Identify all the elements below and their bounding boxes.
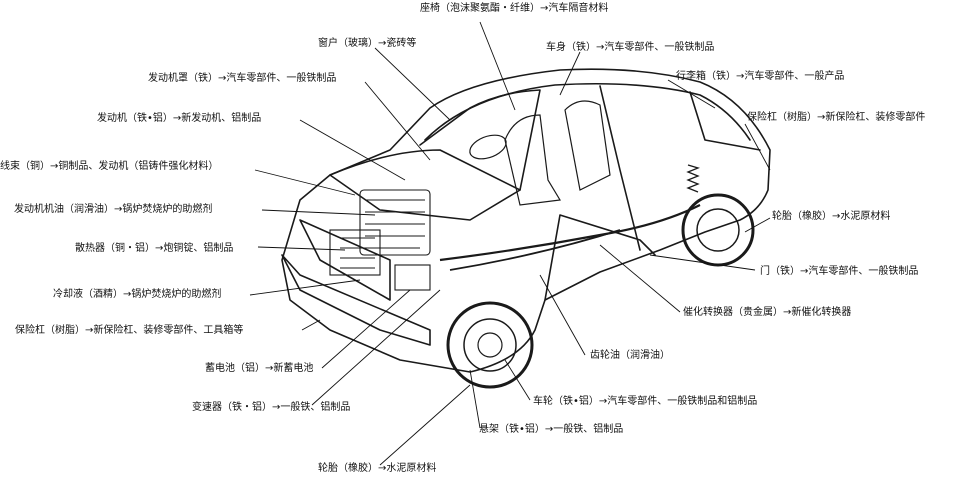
leader-door <box>649 254 756 271</box>
label-wheel: 车轮（铁•铝）→汽车零部件、一般铁制品和铝制品 <box>533 396 758 407</box>
leader-front-bumper <box>301 319 321 331</box>
leader-transmission <box>311 289 441 406</box>
label-suspension: 悬架（铁•铝）→一般铁、铝制品 <box>479 424 624 435</box>
front-seat <box>504 114 561 206</box>
rear-wheel-tire <box>681 193 755 267</box>
b-pillar <box>599 85 641 251</box>
leader-suspension <box>469 369 481 429</box>
label-door: 门（铁）→汽车零部件、一般铁制品 <box>760 266 919 277</box>
leader-battery <box>321 289 411 369</box>
leader-coolant <box>249 279 361 296</box>
battery-box <box>394 264 431 291</box>
front-wheel-tire <box>446 301 534 389</box>
label-trunk: 行李箱（铁）→汽车零部件、一般产品 <box>676 71 845 82</box>
leader-engine-oil <box>261 209 376 216</box>
roof-line <box>424 82 751 141</box>
label-rear-bumper: 保险杠（树脂）→新保险杠、装修零部件 <box>747 112 926 123</box>
steering-wheel <box>469 134 507 160</box>
exhaust-pipe <box>439 204 701 262</box>
label-gear-oil: 齿轮油（润滑油） <box>590 350 670 361</box>
leader-engine <box>299 119 406 181</box>
leader-wheel <box>504 359 531 401</box>
front-bumper-outline <box>281 254 431 346</box>
door-line <box>544 214 656 301</box>
windshield <box>419 89 541 191</box>
leader-harness <box>254 169 356 196</box>
leader-seat <box>479 21 516 111</box>
hood-panel <box>329 149 521 221</box>
leader-catalyst <box>599 244 681 313</box>
rear-seat <box>564 100 611 191</box>
label-hood: 发动机罩（铁）→汽车零部件、一般铁制品 <box>148 73 337 84</box>
leader-body <box>559 51 581 96</box>
radiator-core <box>329 229 381 276</box>
label-coolant: 冷却液（酒精）→锅炉焚烧炉的助燃剂 <box>53 289 222 300</box>
label-front-bumper: 保险杠（树脂）→新保险杠、装修零部件、工具箱等 <box>15 325 244 336</box>
drive-shaft <box>449 229 621 271</box>
leader-rear-tire <box>744 217 771 233</box>
rear-wheel-rim <box>696 208 740 252</box>
leader-gear-oil <box>539 274 586 356</box>
leader-hood <box>364 81 431 161</box>
grille-outline <box>299 219 391 301</box>
leader-front-tire <box>379 384 471 466</box>
label-body: 车身（铁）→汽车零部件、一般铁制品 <box>546 42 715 53</box>
label-front-tire: 轮胎（橡胶）→水泥原材料 <box>318 463 437 474</box>
leader-rear-bumper <box>744 123 771 171</box>
label-rear-tire: 轮胎（橡胶）→水泥原材料 <box>772 211 891 222</box>
rear-window <box>689 91 761 151</box>
label-harness: 线束（铜）→铜制品、发动机（铝铸件强化材料） <box>0 161 219 172</box>
label-window: 窗户（玻璃）→瓷砖等 <box>318 38 417 49</box>
engine-details <box>340 199 425 269</box>
leader-radiator <box>257 246 346 251</box>
car-body-outline <box>281 68 771 373</box>
leader-window <box>374 47 451 121</box>
label-seat: 座椅（泡沫聚氨酯・纤维）→汽车隔音材料 <box>420 3 609 14</box>
front-brake-disc <box>477 332 503 358</box>
label-transmission: 变速器（铁・铝）→一般铁、铝制品 <box>192 402 351 413</box>
label-engine-oil: 发动机机油（润滑油）→锅炉焚烧炉的助燃剂 <box>14 204 213 215</box>
label-catalyst: 催化转换器（贵金属）→新催化转换器 <box>683 307 852 318</box>
leader-trunk <box>667 79 716 109</box>
label-radiator: 散热器（铜・铝）→炮铜锭、铝制品 <box>75 243 234 254</box>
label-battery: 蓄电池（铝）→新蓄电池 <box>205 363 314 374</box>
label-engine: 发动机（铁•铝）→新发动机、铝制品 <box>97 113 262 124</box>
front-wheel-rim <box>463 318 517 372</box>
rear-spring <box>686 164 700 193</box>
engine-block <box>359 189 431 256</box>
